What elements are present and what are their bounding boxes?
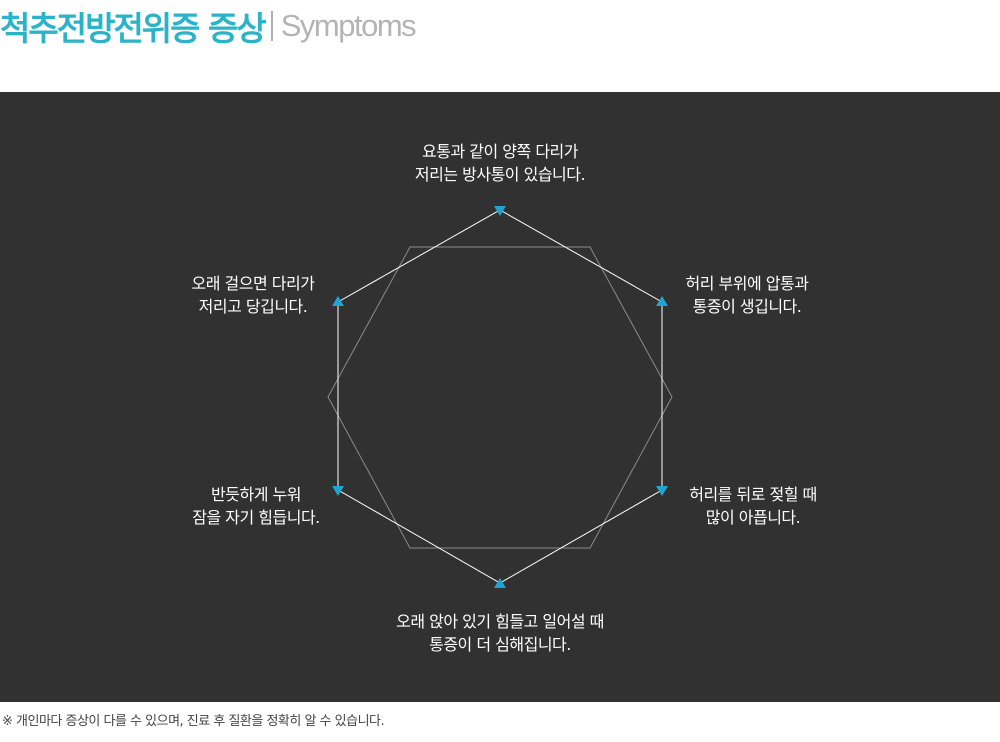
symptom-lower-left-line1: 반듯하게 누워	[211, 485, 301, 504]
marker-top	[494, 206, 506, 216]
marker-bottom	[494, 578, 506, 588]
page-title: 척추전방전위증 증상 Symptoms	[0, 6, 417, 48]
marker-upper-right	[656, 296, 668, 306]
symptom-hexagon	[337, 209, 663, 584]
footnote: ※ 개인마다 증상이 다를 수 있으며, 진료 후 질환을 정확히 알 수 있습…	[2, 714, 385, 729]
symptom-label-bottom: 오래 앉아 있기 힘들고 일어설 때 통증이 더 심해집니다.	[396, 610, 604, 656]
background-octagon	[327, 246, 673, 549]
symptom-upper-right-line1: 허리 부위에 압통과	[685, 274, 809, 293]
symptom-lower-right-line2: 많이 아픕니다.	[705, 508, 801, 527]
symptom-top-line1: 요통과 같이 양쪽 다리가	[422, 142, 578, 161]
marker-upper-left	[332, 296, 344, 306]
title-divider	[270, 11, 273, 41]
symptom-label-lower-right: 허리를 뒤로 젖힐 때 많이 아픕니다.	[689, 483, 817, 529]
symptom-label-upper-right: 허리 부위에 압통과 통증이 생깁니다.	[686, 272, 809, 318]
symptom-lower-right-line1: 허리를 뒤로 젖힐 때	[689, 485, 817, 504]
symptom-lower-left-line2: 잠을 자기 힘듭니다.	[192, 508, 320, 527]
symptom-label-lower-left: 반듯하게 누워 잠을 자기 힘듭니다.	[192, 483, 320, 529]
symptom-bottom-line2: 통증이 더 심해집니다.	[429, 635, 571, 654]
symptom-diagram	[327, 206, 673, 588]
symptom-upper-left-line2: 저리고 당깁니다.	[198, 297, 308, 316]
symptom-diagram-panel: 요통과 같이 양쪽 다리가 저리는 방사통이 있습니다. 허리 부위에 압통과 …	[0, 92, 1000, 702]
symptom-upper-right-line2: 통증이 생깁니다.	[692, 297, 802, 316]
title-korean: 척추전방전위증 증상	[0, 9, 267, 48]
symptom-upper-left-line1: 오래 걸으면 다리가	[191, 274, 315, 293]
symptom-bottom-line1: 오래 앉아 있기 힘들고 일어설 때	[396, 612, 604, 631]
title-english: Symptoms	[280, 8, 417, 43]
symptom-label-upper-left: 오래 걸으면 다리가 저리고 당깁니다.	[192, 272, 315, 318]
marker-lower-left	[332, 486, 344, 496]
marker-lower-right	[656, 486, 668, 496]
symptom-label-top: 요통과 같이 양쪽 다리가 저리는 방사통이 있습니다.	[414, 140, 586, 186]
symptom-top-line2: 저리는 방사통이 있습니다.	[414, 165, 586, 184]
